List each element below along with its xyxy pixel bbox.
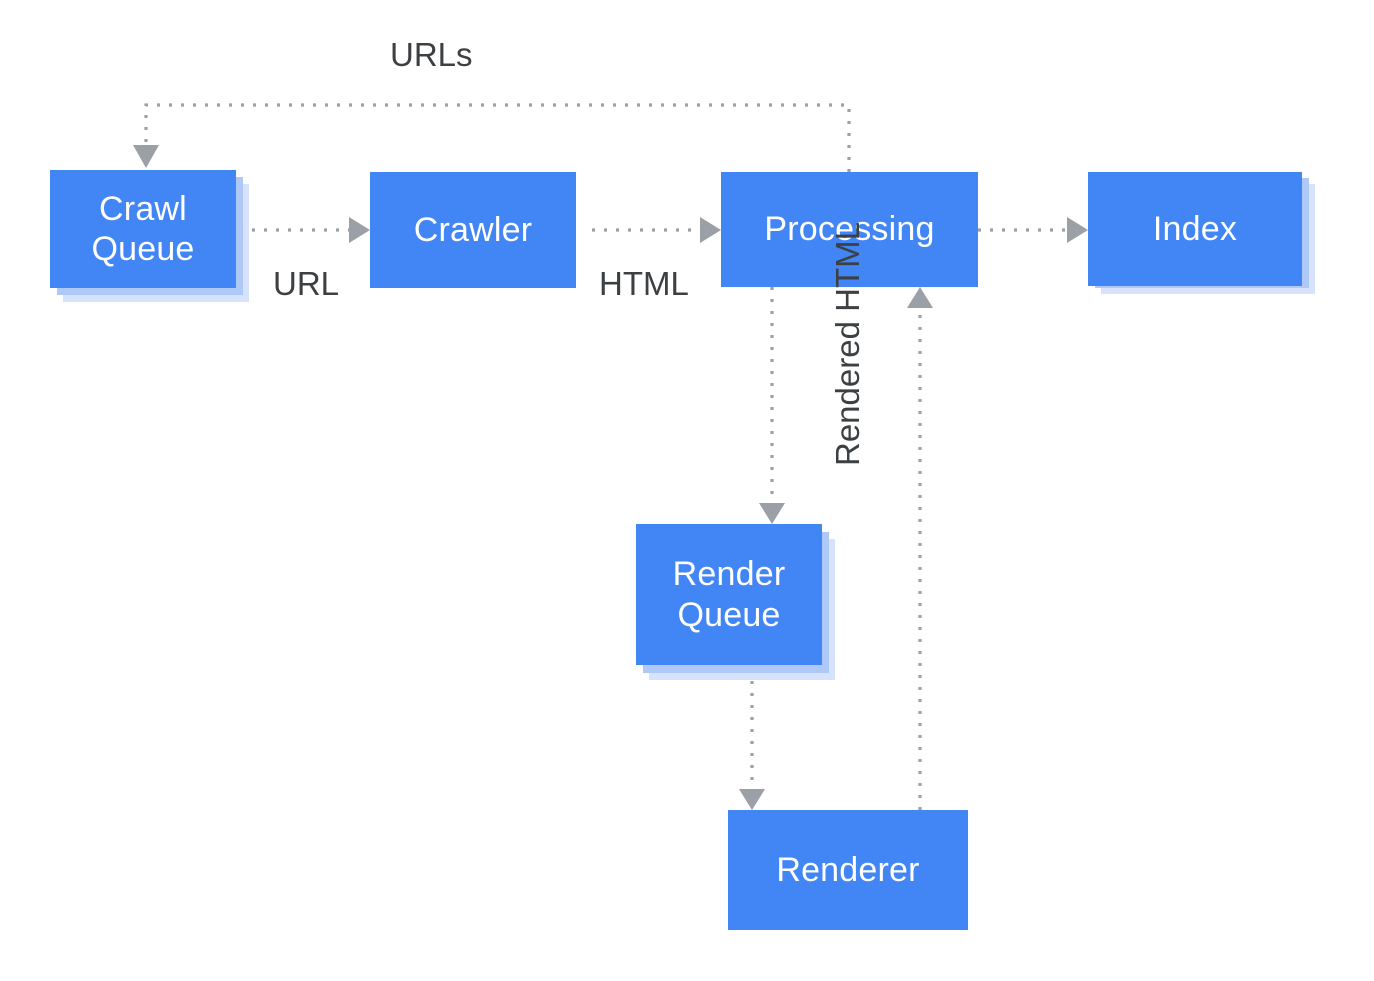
node-crawl-queue-label: Crawl Queue (91, 189, 195, 268)
edge-label-urls: URLs (390, 36, 473, 73)
node-processing[interactable]: Processing (721, 172, 978, 287)
arrowhead-processing-to-crawl-queue (133, 145, 159, 168)
node-render-queue-label: Render Queue (672, 555, 786, 634)
node-index[interactable]: Index (1088, 172, 1302, 286)
node-processing-label: Processing (764, 210, 935, 249)
edge-label-url: URL (273, 265, 340, 302)
arrowhead-crawler-to-processing (700, 217, 721, 243)
node-renderer[interactable]: Renderer (728, 810, 968, 930)
edge-label-html: HTML (599, 265, 689, 302)
arrowhead-crawl-queue-to-crawler (349, 217, 370, 243)
arrowhead-processing-to-index (1067, 217, 1088, 243)
wire-processing-to-crawl-queue (144, 103, 851, 172)
arrowhead-render-queue-to-renderer (739, 789, 765, 810)
node-crawler-label: Crawler (413, 210, 533, 249)
node-renderer-label: Renderer (776, 850, 920, 889)
arrowhead-processing-to-render-queue (759, 503, 785, 524)
node-index-label: Index (1152, 209, 1238, 248)
edge-label-rendered-html: Rendered HTML (829, 222, 866, 466)
node-crawl-queue[interactable]: Crawl Queue (50, 170, 236, 288)
node-crawler[interactable]: Crawler (370, 172, 576, 288)
node-render-queue[interactable]: Render Queue (636, 524, 822, 665)
arrowhead-renderer-to-processing (907, 287, 933, 308)
